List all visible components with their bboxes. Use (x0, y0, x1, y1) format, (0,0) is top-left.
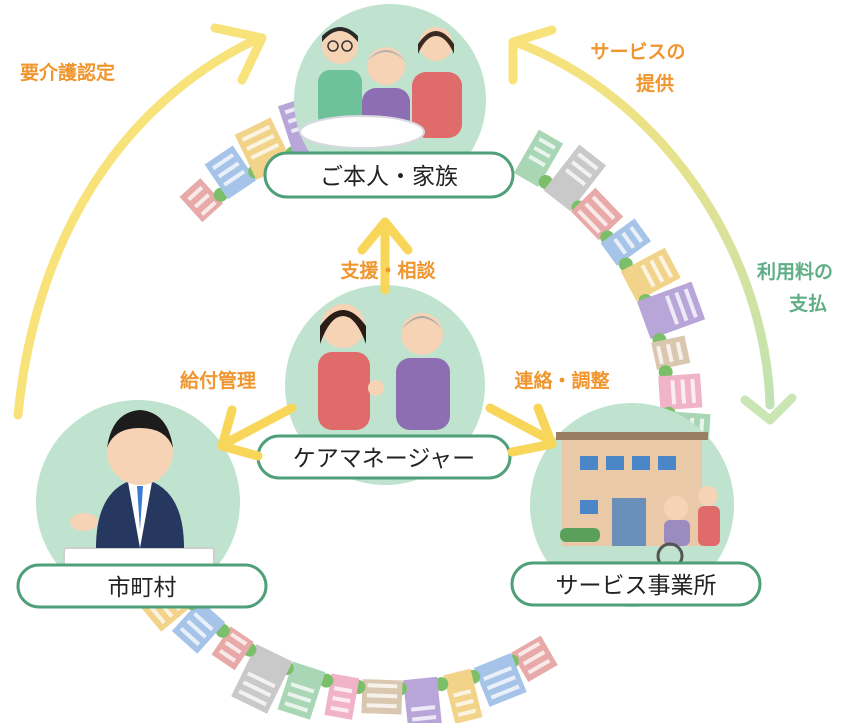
town-house (277, 661, 326, 720)
municipality-label: 市町村 (108, 575, 177, 601)
town-house (651, 335, 691, 380)
flow-label-service-provision-2: 提供 (636, 72, 674, 95)
flow-label-certification: 要介護認定 (20, 61, 115, 84)
municipality-illustration (63, 410, 215, 571)
inner-arrow-benefit (217, 403, 297, 461)
flow-label-service-provision-1: サービスの (590, 41, 685, 63)
family-label: ご本人・家族 (320, 164, 458, 190)
outer-arrow-service-fee (508, 25, 797, 425)
family-node[interactable]: ご本人・家族 (263, 4, 515, 199)
municipality-node[interactable]: 市町村 (16, 400, 268, 609)
town-house (466, 653, 527, 707)
outer-arrow-certification (13, 23, 267, 420)
flow-label-support-consultation: 支援・相談 (339, 259, 436, 282)
flow-label-fee-payment-1: 利用料の (757, 260, 833, 283)
town-house (658, 373, 703, 421)
flow-label-fee-payment-2: 支払 (788, 293, 827, 315)
inner-arrow-support (357, 217, 413, 295)
municipality-pill (16, 563, 268, 609)
service-provider-illustration (556, 432, 720, 570)
town-house (513, 129, 564, 189)
town-house (231, 642, 293, 714)
town-house (504, 635, 558, 683)
flow-label-liaison-coordination: 連絡・調整 (514, 369, 609, 392)
service-provider-node[interactable]: サービス事業所 (510, 403, 762, 607)
town-house (179, 178, 228, 223)
service-provider-pill (510, 561, 762, 607)
family-illustration (299, 27, 462, 149)
town-house (543, 144, 607, 215)
town-house (211, 623, 254, 671)
care-manager-illustration (318, 304, 450, 430)
service-provider-label: サービス事業所 (556, 573, 717, 599)
flow-label-benefit-management: 給付管理 (180, 369, 256, 392)
inner-arrow-liaison (485, 403, 557, 457)
care-manager-label: ケアマネージャー (293, 446, 475, 472)
town-house (570, 187, 624, 245)
family-pill (263, 151, 515, 199)
care-manager-node[interactable]: ケアマネージャー (256, 285, 512, 485)
